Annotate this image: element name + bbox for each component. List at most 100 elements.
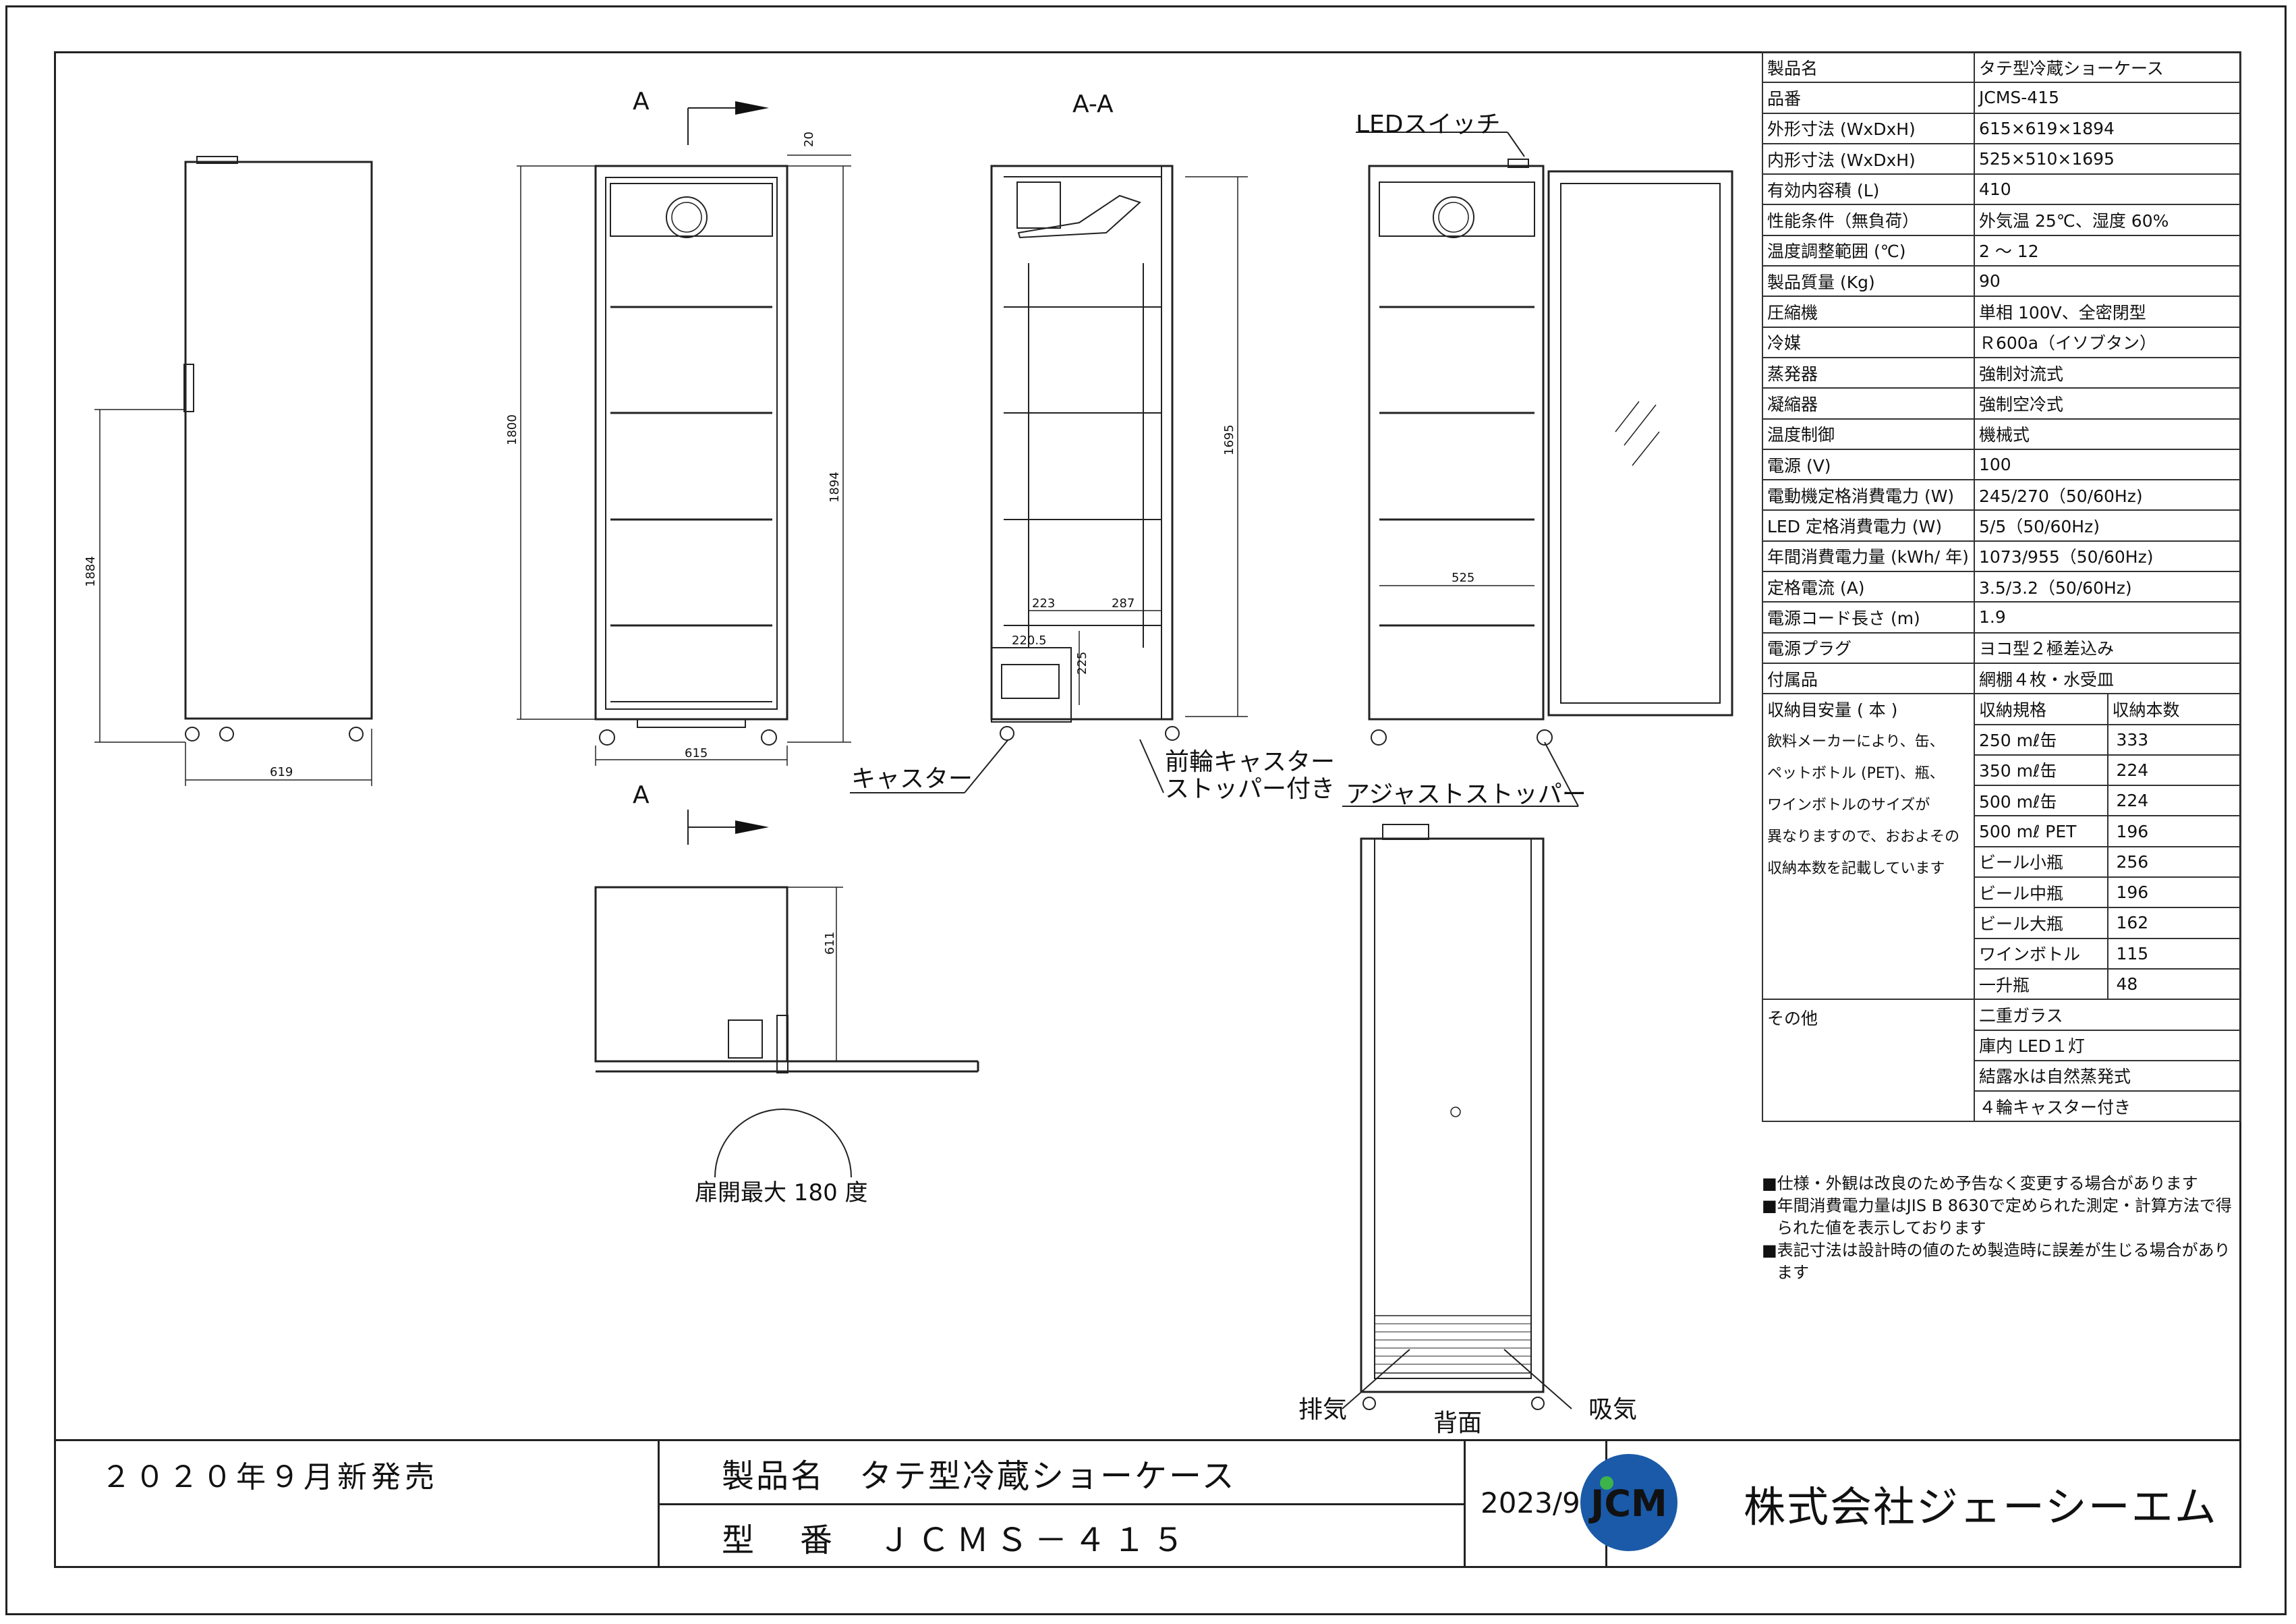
section-aa-view bbox=[990, 165, 1248, 741]
capacity-title: 収納目安量 ( 本 ) bbox=[1767, 700, 1898, 721]
dim-20: 20 bbox=[802, 132, 816, 147]
other-item: 二重ガラス bbox=[1974, 999, 2241, 1031]
capacity-item-name: 350 mℓ缶 bbox=[1974, 754, 2108, 787]
capacity-note-line: ペットボトル (PET)、瓶、 bbox=[1767, 765, 1945, 783]
intake-label: 吸気 bbox=[1588, 1396, 1638, 1424]
spec-row: 電源プラグヨコ型２極差込み bbox=[1762, 632, 2241, 664]
spec-key: 付属品 bbox=[1762, 662, 1975, 695]
spec-key: 内形寸法 (WxDxH) bbox=[1762, 142, 1975, 175]
spec-value: 網棚４枚・水受皿 bbox=[1974, 662, 2241, 695]
spec-row: 定格電流 (A)3.5/3.2（50/60Hz) bbox=[1762, 571, 2241, 603]
capacity-head-spec: 収納規格 bbox=[1974, 693, 2108, 725]
spec-row: 有効内容積 (L)410 bbox=[1762, 173, 2241, 206]
spec-value: 90 bbox=[1974, 265, 2241, 298]
caster-label: キャスター bbox=[851, 765, 973, 793]
other-row: ４輪キャスター付き bbox=[1762, 1090, 2241, 1123]
dim-615: 615 bbox=[685, 746, 708, 760]
spec-key: 性能条件（無負荷） bbox=[1762, 204, 1975, 236]
capacity-item-count: 115 bbox=[2106, 937, 2241, 970]
other-row: 結露水は自然蒸発式 bbox=[1762, 1059, 2241, 1092]
other-item: 結露水は自然蒸発式 bbox=[1974, 1059, 2241, 1092]
spec-key: 品番 bbox=[1762, 82, 1975, 114]
capacity-item-count: 256 bbox=[2106, 845, 2241, 878]
footnote: ■表記寸法は設計時の値のため製造時に誤差が生じる場合があります bbox=[1762, 1241, 2231, 1282]
spec-value: 外気温 25℃、湿度 60% bbox=[1974, 204, 2241, 236]
spec-value: 強制空冷式 bbox=[1974, 387, 2241, 420]
capacity-item-name: ビール小瓶 bbox=[1974, 845, 2108, 878]
section-arrowheads bbox=[735, 101, 769, 834]
footnotes: ■仕様・外観は改良のため予告なく変更する場合があります ■年間消費電力量はJIS… bbox=[1762, 1173, 2234, 1284]
spec-key: 電源プラグ bbox=[1762, 632, 1975, 664]
other-row: その他二重ガラス bbox=[1762, 999, 2241, 1123]
title-block-mid-rule bbox=[658, 1503, 1464, 1505]
spec-key: 電動機定格消費電力 (W) bbox=[1762, 479, 1975, 511]
door-open-label: 扉開最大 180 度 bbox=[695, 1179, 868, 1206]
spec-value: タテ型冷蔵ショーケース bbox=[1974, 51, 2241, 84]
capacity-item-count: 196 bbox=[2106, 876, 2241, 909]
spec-value: 強制対流式 bbox=[1974, 356, 2241, 389]
spec-value: 機械式 bbox=[1974, 418, 2241, 450]
footnote: ■年間消費電力量はJIS B 8630で定められた測定・計算方法で得られた値を表… bbox=[1762, 1196, 2232, 1237]
spec-value: 単相 100V、全密閉型 bbox=[1974, 296, 2241, 328]
spec-row: 温度制御機械式 bbox=[1762, 418, 2241, 450]
leader-lines bbox=[850, 132, 1579, 1409]
spec-row: 製品質量 (Kg)90 bbox=[1762, 265, 2241, 298]
spec-row: 電源コード長さ (m)1.9 bbox=[1762, 601, 2241, 634]
spec-row: 凝縮器強制空冷式 bbox=[1762, 387, 2241, 420]
capacity-note-line: 異なりますので、おおよその bbox=[1767, 829, 1960, 846]
capacity-item-name: ビール中瓶 bbox=[1974, 876, 2108, 909]
door-open-view bbox=[1368, 159, 1733, 746]
exhaust-label: 排気 bbox=[1298, 1396, 1348, 1424]
product-name: 製品名 タテ型冷蔵ショーケース bbox=[722, 1457, 1236, 1495]
adjust-stopper-label: アジャストストッパー bbox=[1346, 781, 1586, 808]
spec-row: 製品名タテ型冷蔵ショーケース bbox=[1762, 51, 2241, 84]
dim-619: 619 bbox=[270, 765, 293, 779]
capacity-note-line: 飲料メーカーにより、缶、 bbox=[1767, 733, 1945, 751]
logo-text: JCM bbox=[1588, 1482, 1667, 1525]
spec-value: 525×510×1695 bbox=[1974, 142, 2241, 175]
capacity-item-count: 333 bbox=[2106, 723, 2241, 756]
spec-value: 2 〜 12 bbox=[1974, 234, 2241, 267]
capacity-note-cell: 収納目安量 ( 本 ) 飲料メーカーにより、缶、ペットボトル (PET)、瓶、ワイ… bbox=[1762, 693, 1975, 1001]
spec-key: 年間消費電力量 (kWh/ 年) bbox=[1762, 540, 1975, 573]
capacity-item-count: 162 bbox=[2106, 907, 2241, 939]
spec-key: 蒸発器 bbox=[1762, 356, 1975, 389]
spec-key: 凝縮器 bbox=[1762, 387, 1975, 420]
capacity-item-count: 224 bbox=[2106, 785, 2241, 817]
dim-1894: 1894 bbox=[828, 472, 842, 503]
spec-value: ヨコ型２極差込み bbox=[1974, 632, 2241, 664]
spec-row: LED 定格消費電力 (W)5/5（50/60Hz) bbox=[1762, 509, 2241, 542]
revision-date: 2023/9 bbox=[1481, 1486, 1580, 1519]
spec-row: 内形寸法 (WxDxH)525×510×1695 bbox=[1762, 142, 2241, 175]
spec-key: 温度制御 bbox=[1762, 418, 1975, 450]
capacity-item-name: 一升瓶 bbox=[1974, 968, 2108, 1001]
capacity-item-name: 500 mℓ缶 bbox=[1974, 785, 2108, 817]
dim-225: 225 bbox=[1075, 652, 1089, 675]
spec-key: 有効内容積 (L) bbox=[1762, 173, 1975, 206]
dim-220-5: 220.5 bbox=[1012, 634, 1047, 648]
dim-1884: 1884 bbox=[84, 556, 98, 587]
section-title-aa: A-A bbox=[1072, 90, 1114, 118]
spec-key: LED 定格消費電力 (W) bbox=[1762, 509, 1975, 542]
title-block-divider bbox=[1464, 1439, 1466, 1568]
title-block-top-rule bbox=[54, 1439, 2241, 1441]
spec-key: 冷媒 bbox=[1762, 326, 1975, 358]
capacity-note-line: ワインボトルのサイズが bbox=[1767, 797, 1930, 814]
spec-value: JCMS-415 bbox=[1974, 82, 2241, 114]
section-marker-a-top: A bbox=[633, 88, 650, 115]
other-item: 庫内 LED１灯 bbox=[1974, 1029, 2241, 1061]
spec-key: 製品名 bbox=[1762, 51, 1975, 84]
spec-row: 性能条件（無負荷）外気温 25℃、湿度 60% bbox=[1762, 204, 2241, 236]
dim-223: 223 bbox=[1032, 596, 1055, 611]
company-name: 株式会社ジェーシーエム bbox=[1744, 1482, 2218, 1532]
other-row: 庫内 LED１灯 bbox=[1762, 1029, 2241, 1061]
